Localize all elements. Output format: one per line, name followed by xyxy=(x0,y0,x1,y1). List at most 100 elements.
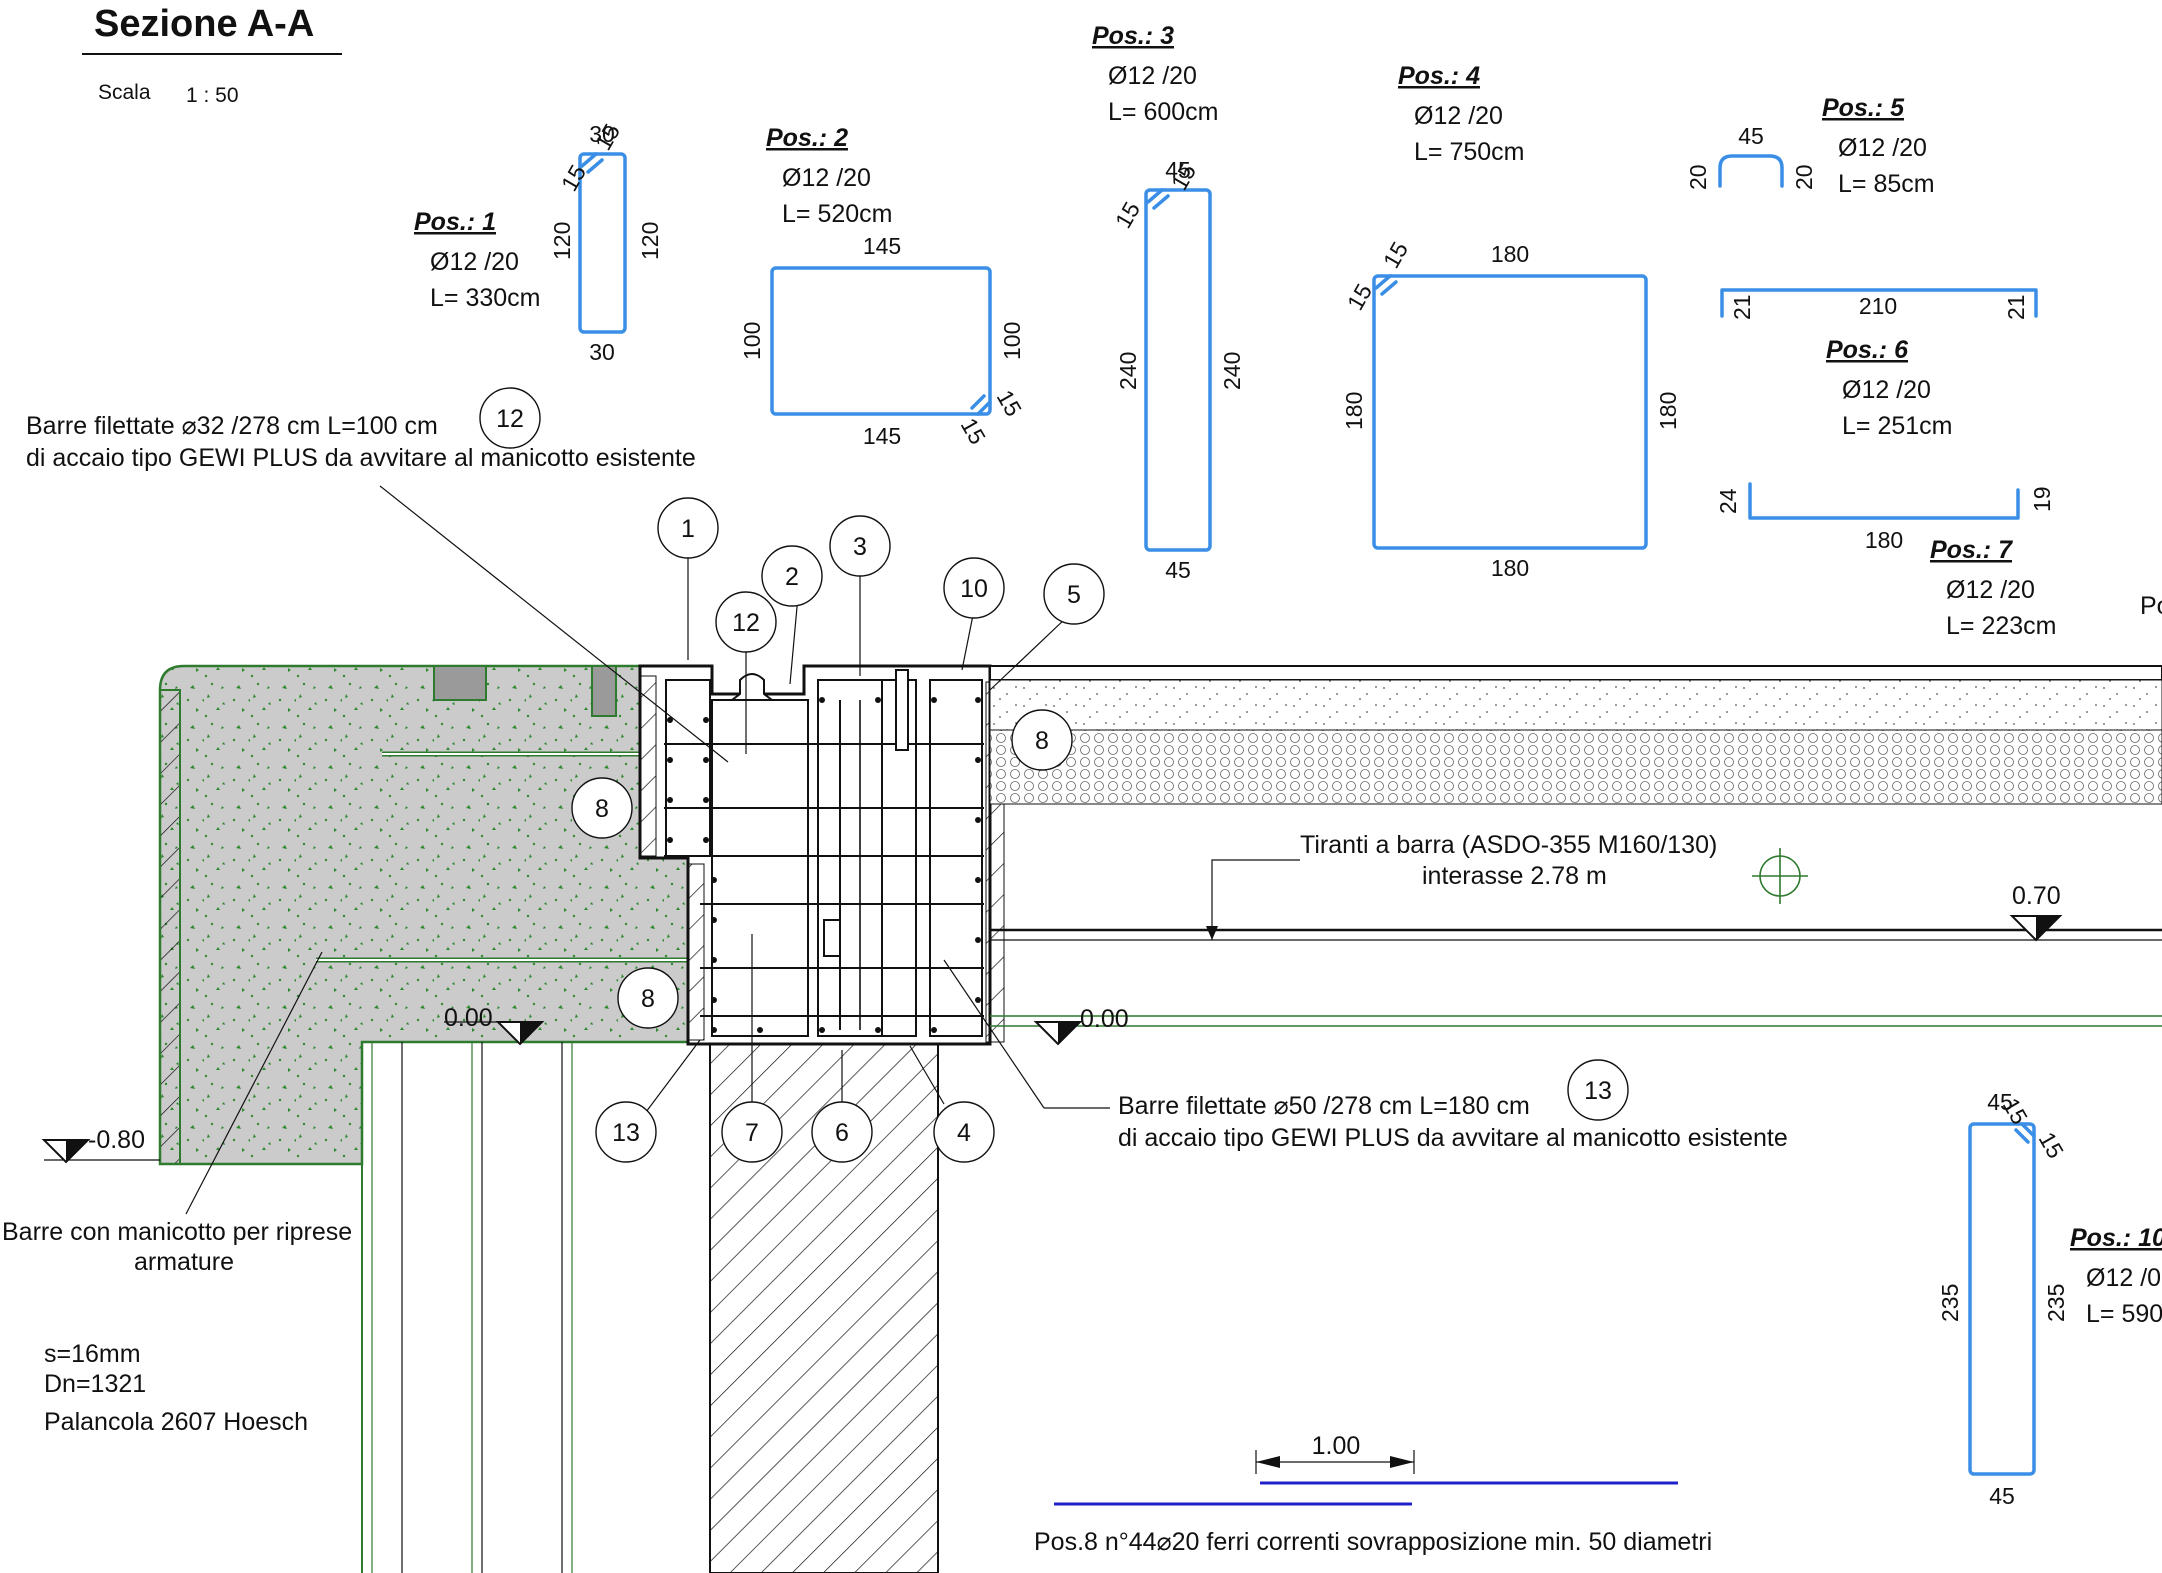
pos2-title: Pos.: 2 xyxy=(766,124,848,152)
pos5-shape xyxy=(1718,154,1784,188)
pos3-length: L= 600cm xyxy=(1108,98,1219,126)
svg-text:2: 2 xyxy=(785,563,799,591)
pos2-hook xyxy=(970,394,992,416)
pos4-length: L= 750cm xyxy=(1414,138,1525,166)
svg-text:3: 3 xyxy=(853,533,867,561)
pos2-schedule: Pos.: 2 Ø12 /20 L= 520cm 145 100 100 145… xyxy=(739,124,1027,449)
pos4-hook xyxy=(1374,274,1398,296)
pos3-hook xyxy=(1146,188,1170,210)
pos1-dim-hook-a: 15 xyxy=(556,160,591,195)
bar13-note-line2: di accaio tipo GEWI PLUS da avvitare al … xyxy=(1118,1124,1788,1152)
pos3-dim-right: 240 xyxy=(1219,352,1245,390)
pos5-dim-left: 20 xyxy=(1685,164,1711,190)
pos1-dim-top: 30 xyxy=(589,121,615,147)
pos4-dim-right: 180 xyxy=(1655,392,1681,430)
svg-text:8: 8 xyxy=(595,795,609,823)
scale-value: 1 : 50 xyxy=(186,84,239,107)
pos1-title: Pos.: 1 xyxy=(414,208,496,236)
svg-text:4: 4 xyxy=(957,1119,971,1147)
pos4-schedule: Pos.: 4 Ø12 /20 L= 750cm 180 15 15 180 1… xyxy=(1341,62,1681,581)
pos4-dim-bottom: 180 xyxy=(1491,555,1529,581)
svg-text:7: 7 xyxy=(745,1119,759,1147)
pos3-diameter: Ø12 /20 xyxy=(1108,62,1197,90)
pos10-length: L= 590 xyxy=(2086,1300,2162,1328)
pos7-schedule: 24 180 19 Pos.: 7 Ø12 /20 L= 223cm Po xyxy=(1715,482,2162,640)
pos10-dim-right: 235 xyxy=(2043,1284,2069,1322)
sheet-pile-dn: Dn=1321 xyxy=(44,1370,146,1398)
pos4-diameter: Ø12 /20 xyxy=(1414,102,1503,130)
pos6-schedule: 21 210 21 Pos.: 6 Ø12 /20 L= 251cm xyxy=(1720,288,2038,440)
callout-13-beam: 13 xyxy=(595,1101,657,1163)
pos7-length: L= 223cm xyxy=(1946,612,2057,640)
pos2-dim-right: 100 xyxy=(999,322,1025,360)
pos1-schedule: Pos.: 1 Ø12 /20 L= 330cm 30 15 15 120 12… xyxy=(414,119,663,365)
callout-2: 2 xyxy=(761,545,823,607)
pos4-dim-top: 180 xyxy=(1491,241,1529,267)
pos1-dim-right: 120 xyxy=(637,222,663,260)
pos4-dim-left: 180 xyxy=(1341,392,1367,430)
pos4-dim-hook-b: 15 xyxy=(1342,279,1377,314)
pos3-dim-left: 240 xyxy=(1115,352,1141,390)
pos1-length: L= 330cm xyxy=(430,284,541,312)
level-0-00-right: 0.00 xyxy=(1033,1005,1129,1046)
pos10-diameter: Ø12 /0 xyxy=(2086,1264,2161,1292)
bar12-note-line2: di accaio tipo GEWI PLUS da avvitare al … xyxy=(26,444,696,472)
pos7-diameter: Ø12 /20 xyxy=(1946,576,2035,604)
tiranti-label-line1: Tiranti a barra (ASDO-355 M160/130) xyxy=(1300,831,1717,859)
svg-text:12: 12 xyxy=(732,609,760,637)
pos10-dim-top: 45 xyxy=(1987,1089,2013,1115)
pos6-dim-top: 210 xyxy=(1859,293,1897,319)
drawing-title: Sezione A-A xyxy=(94,3,314,45)
tie-rod-annotation: Tiranti a barra (ASDO-355 M160/130) inte… xyxy=(1206,831,1808,940)
pos2-dim-hook-b: 15 xyxy=(956,414,991,449)
callout-13-note: 13 xyxy=(1567,1059,1629,1121)
sheet-pile-type: Palancola 2607 Hoesch xyxy=(44,1408,308,1436)
pos3-dim-top: 45 xyxy=(1165,157,1191,183)
callout-8-lower: 8 xyxy=(617,967,679,1029)
cut-off-label: Po xyxy=(2140,592,2162,620)
road-layers xyxy=(989,665,2162,1027)
callout-7: 7 xyxy=(721,1101,783,1163)
callout-4: 4 xyxy=(933,1101,995,1163)
level-minus080-label: -0.80 xyxy=(88,1126,145,1154)
level-zero-left-label: 0.00 xyxy=(444,1004,493,1032)
callout-5: 5 xyxy=(1043,563,1105,625)
pos7-dim-left: 24 xyxy=(1715,488,1741,514)
svg-text:10: 10 xyxy=(960,575,988,603)
pos1-diameter: Ø12 /20 xyxy=(430,248,519,276)
bar13-note-line1: Barre filettate ⌀50 /278 cm L=180 cm xyxy=(1118,1092,1530,1120)
pos5-length: L= 85cm xyxy=(1838,170,1935,198)
callout-8-upper: 8 xyxy=(571,777,633,839)
pos3-shape xyxy=(1144,188,1212,552)
pos2-shape xyxy=(770,266,992,416)
callout-6: 6 xyxy=(811,1101,873,1163)
pos6-title: Pos.: 6 xyxy=(1826,336,1909,364)
pos10-dim-hook-b: 15 xyxy=(2034,1128,2069,1163)
manicotto-note-line1: Barre con manicotto per riprese xyxy=(2,1218,352,1246)
sheet-pile-thickness: s=16mm xyxy=(44,1340,141,1368)
svg-text:5: 5 xyxy=(1067,581,1081,609)
pos1-dim-bottom: 30 xyxy=(589,339,615,365)
scale-bar-label: 1.00 xyxy=(1312,1432,1361,1460)
pos7-shape xyxy=(1748,482,2020,520)
svg-text:12: 12 xyxy=(496,405,524,433)
pos5-schedule: Pos.: 5 Ø12 /20 L= 85cm 45 20 20 xyxy=(1685,94,1935,198)
level-minus-0-80: -0.80 xyxy=(41,1126,160,1164)
pos6-dim-left: 21 xyxy=(1729,294,1755,320)
pos10-schedule: 45 15 15 235 235 45 Pos.: 10 Ø12 /0 L= 5… xyxy=(1937,1089,2162,1509)
pos8-note: Pos.8 n°44⌀20 ferri correnti sovrapposiz… xyxy=(1034,1528,1712,1556)
pos10-dim-bottom: 45 xyxy=(1989,1483,2015,1509)
pos7-dim-bottom: 180 xyxy=(1865,527,1903,553)
scale-bar: 1.00 xyxy=(1054,1432,1678,1506)
pos2-dim-left: 100 xyxy=(739,322,765,360)
callout-10: 10 xyxy=(943,557,1005,619)
pos5-dim-right: 20 xyxy=(1791,164,1817,190)
pos3-schedule: Pos.: 3 Ø12 /20 L= 600cm 45 15 15 240 24… xyxy=(1092,22,1245,583)
level-zero-right-label: 0.00 xyxy=(1080,1005,1129,1033)
callout-12-note: 12 xyxy=(479,387,541,449)
pos4-shape xyxy=(1372,274,1648,550)
pos2-dim-bottom: 145 xyxy=(863,423,901,449)
pos7-dim-right: 19 xyxy=(2029,486,2055,512)
scale-label: Scala xyxy=(98,81,151,104)
